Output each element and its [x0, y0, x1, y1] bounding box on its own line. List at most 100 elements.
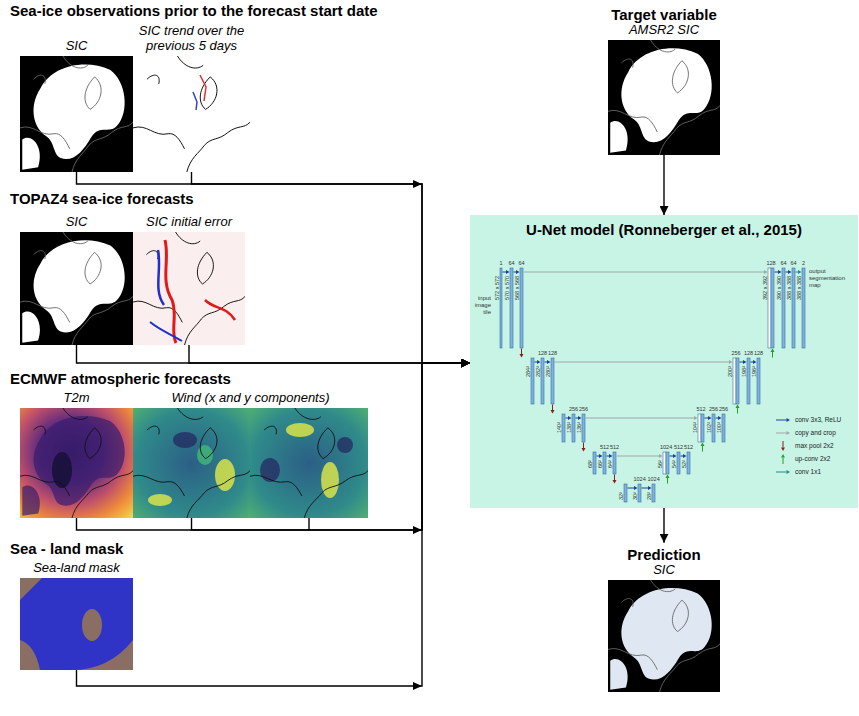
- feature-bar: [666, 452, 669, 474]
- wind-blob: [173, 432, 197, 448]
- map-panel: PredictionSIC: [594, 543, 734, 692]
- conv-arrow: [576, 418, 579, 419]
- map-panel: SIC: [20, 39, 133, 172]
- channel-count: 256: [569, 406, 578, 413]
- legend-sample: [787, 418, 791, 422]
- feature-bar: [712, 414, 715, 442]
- feature-bar: [652, 484, 655, 502]
- wind-blob: [321, 462, 339, 498]
- channel-count: 128: [754, 350, 763, 357]
- sea-ice: [610, 588, 712, 690]
- conv1x1-arrow: [796, 272, 799, 273]
- channel-count: 128: [538, 350, 547, 357]
- greenland: [52, 452, 72, 488]
- channel-count: 1: [500, 260, 503, 267]
- conv-arrow: [775, 272, 779, 273]
- channel-count: 1024: [660, 444, 672, 451]
- copied-feature-bar: [733, 358, 736, 404]
- error-mark: [165, 240, 176, 343]
- legend-sample: [781, 448, 785, 452]
- copy-crop-arrow: [694, 416, 698, 420]
- map-background: [20, 56, 133, 172]
- flow-arrow: [77, 345, 471, 363]
- group-heading: ECMWF atmospheric forecasts: [8, 370, 463, 387]
- feature-bar: [562, 414, 565, 442]
- conv-arrow: [503, 272, 507, 273]
- coastline: [20, 56, 133, 172]
- conv-arrow: [670, 456, 674, 457]
- channel-count: 512: [600, 444, 609, 451]
- feature-bar: [593, 452, 596, 474]
- feature-size: 390 x 390: [776, 276, 782, 300]
- feature-bar: [638, 484, 641, 502]
- feature-size: 30²: [632, 492, 638, 500]
- feature-bar: [520, 268, 523, 348]
- conv-arrow: [681, 456, 684, 457]
- feature-size: 64²: [607, 460, 613, 468]
- error-mark: [150, 322, 182, 341]
- channel-count: 64: [781, 260, 787, 267]
- conv-arrow: [753, 360, 757, 364]
- channel-count: 64: [519, 260, 525, 267]
- upconv-arrow: [667, 478, 668, 484]
- feature-bar: [782, 268, 785, 348]
- feature-size: 32²: [618, 492, 624, 500]
- feature-size: 198²: [741, 366, 747, 377]
- wind-field: [250, 408, 368, 518]
- panel-label: AMSR2 SIC: [594, 23, 734, 38]
- copy-crop-arrow: [659, 454, 663, 458]
- maxpool-arrow: [551, 410, 555, 414]
- map-panel: Wind (x and y components): [133, 391, 368, 518]
- conv-arrow: [506, 270, 510, 274]
- panel-label: SIC: [20, 39, 133, 54]
- group-heading: Target variable: [594, 6, 734, 23]
- flow-arrow: [663, 155, 664, 215]
- feature-size: 572 x 572: [494, 276, 500, 300]
- conv-arrow: [634, 486, 638, 490]
- map-background: [608, 580, 720, 692]
- wind-blob: [286, 423, 314, 437]
- feature-bar: [701, 414, 704, 442]
- feature-size: 102²: [706, 422, 712, 433]
- panel-label: T2m: [20, 391, 133, 406]
- map-panel: Target variableAMSR2 SIC: [594, 3, 734, 155]
- feature-size: 138²: [566, 422, 572, 433]
- legend-sample: [776, 433, 787, 434]
- legend-sample: [776, 420, 787, 421]
- channel-count: 64: [791, 260, 797, 267]
- panel-label: SIC: [20, 215, 133, 230]
- copied-feature-bar: [698, 414, 701, 442]
- flow-arrow: [77, 363, 471, 686]
- feature-bar: [613, 452, 616, 474]
- feature-bar: [747, 358, 750, 404]
- feature-bar: [771, 268, 774, 348]
- feature-size: 570 x 570: [504, 276, 510, 300]
- copy-crop-arrow: [729, 360, 733, 364]
- legend-sample: [781, 454, 785, 458]
- map-panel: SIC initial error: [133, 215, 245, 345]
- conv-arrow: [673, 454, 677, 458]
- channel-count: 128: [744, 350, 753, 357]
- wind-field: [133, 408, 250, 518]
- group-heading: TOPAZ4 sea-ice forecasts: [8, 190, 463, 207]
- channel-count: 256: [579, 406, 588, 413]
- flow-arrow: [192, 172, 471, 363]
- upconv-arrow: [666, 475, 670, 479]
- conv-arrow: [607, 456, 610, 457]
- map-panel: Sea-land mask: [20, 561, 133, 670]
- conv-arrow: [568, 416, 572, 420]
- copy-crop-arrow: [764, 270, 768, 274]
- feature-bar: [510, 268, 513, 348]
- group-heading: U-Net model (Ronneberger et al., 2015): [470, 221, 858, 238]
- panel-label: Wind (x and y components): [133, 391, 368, 406]
- coastline: [250, 408, 368, 518]
- feature-size: 68²: [587, 460, 593, 468]
- channel-count: 256: [732, 350, 741, 357]
- model-panel: [470, 215, 858, 508]
- feature-size: 54²: [671, 460, 677, 468]
- feature-size: 66²: [597, 460, 603, 468]
- legend-label: copy and crop: [795, 429, 836, 437]
- conv-arrow: [628, 488, 635, 489]
